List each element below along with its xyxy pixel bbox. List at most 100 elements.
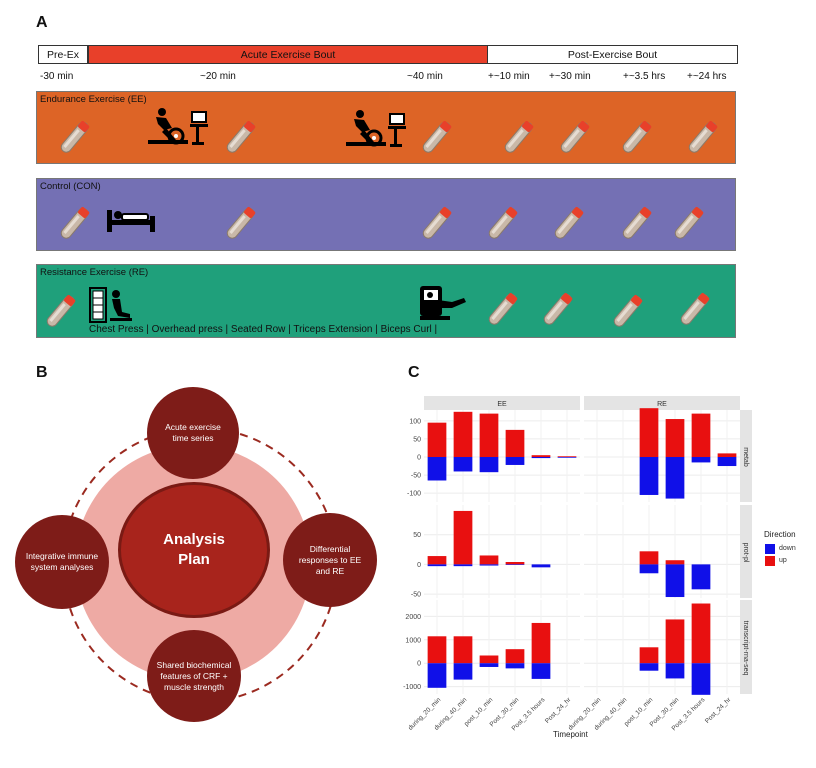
node-shared-features: Shared biochemical features of CRF + mus… [147, 630, 241, 722]
phase-post-exercise: Post-Exercise Bout [487, 45, 738, 64]
tick-20min: ~20 min [200, 71, 236, 82]
bar-down [531, 564, 551, 568]
bar-up [639, 647, 659, 664]
phase-pre-exercise: Pre-Ex [38, 45, 88, 64]
tick-post24h: +~24 hrs [687, 71, 727, 82]
facet-row-label: metab [742, 447, 749, 467]
blood-tube-icon [46, 295, 76, 327]
bar-down [427, 564, 447, 567]
blood-tube-icon [674, 207, 704, 239]
x-tick-label: post_10_min [463, 696, 495, 728]
bar-up [531, 455, 551, 457]
stationary-bike-icon [148, 108, 208, 145]
y-tick-label: 0 [417, 562, 421, 569]
endurance-band: Endurance Exercise (EE) [36, 91, 736, 164]
bar-down [479, 564, 499, 566]
y-tick-label: -1000 [403, 684, 421, 691]
facet-panel [424, 505, 580, 598]
legend-label-up: up [779, 557, 787, 564]
analysis-plan-title: Analysis Plan [163, 531, 225, 568]
tick-post3-5h: +~3.5 hrs [623, 71, 666, 82]
bar-up [453, 636, 473, 664]
control-label: Control (CON) [40, 181, 101, 192]
bar-up [427, 636, 447, 664]
y-tick-label: 1000 [405, 637, 421, 644]
x-tick-label: during_20_min [407, 696, 443, 732]
bar-up [531, 622, 551, 664]
x-tick-label: Post_30_min [489, 696, 521, 728]
blood-tube-icon [226, 207, 256, 239]
tick-post10: +~10 min [488, 71, 530, 82]
facet-row-strip [740, 600, 752, 694]
facet-panel [424, 600, 580, 694]
x-tick-label: Post_30_min [649, 696, 681, 728]
blood-tube-icon [543, 293, 573, 325]
analysis-plan-center: Analysis Plan [118, 482, 270, 618]
y-tick-label: 2000 [405, 614, 421, 621]
blood-tube-icon [60, 121, 90, 153]
bar-up [453, 510, 473, 565]
node-acute-time-series: Acute exercise time series [147, 387, 239, 479]
x-tick-label: Post_24_hr [704, 696, 733, 725]
bar-down [531, 457, 551, 459]
bar-down [531, 663, 551, 679]
blood-tube-icon [226, 121, 256, 153]
node-immune-analyses-label: Integrative immune system analyses [25, 551, 99, 572]
y-tick-label: 0 [417, 661, 421, 668]
phase-acute-exercise: Acute Exercise Bout [88, 45, 488, 64]
bar-up [479, 655, 499, 664]
tick-pre: -30 min [40, 71, 74, 82]
blood-tube-icon [504, 121, 534, 153]
y-tick-label: 0 [417, 455, 421, 462]
bar-down [427, 457, 447, 481]
facet-row-label: prot-pl [742, 543, 749, 563]
bar-down [665, 564, 685, 598]
facet-row-strip [740, 410, 752, 502]
legend-title: Direction [764, 530, 796, 539]
bar-down [717, 457, 737, 467]
y-tick-label: 100 [409, 418, 421, 425]
node-shared-features-label: Shared biochemical features of CRF + mus… [156, 659, 232, 692]
bar-up [639, 551, 659, 565]
bar-down [691, 457, 711, 463]
node-immune-analyses: Integrative immune system analyses [15, 515, 109, 609]
bar-down [665, 457, 685, 499]
bar-down [505, 457, 525, 465]
endurance-label: Endurance Exercise (EE) [40, 94, 147, 105]
bar-down [691, 564, 711, 590]
bar-up [557, 456, 577, 457]
bar-down [505, 564, 525, 565]
bar-up [691, 413, 711, 457]
control-band: Control (CON) [36, 178, 736, 251]
facet-panel [584, 600, 740, 694]
tick-40min: ~40 min [407, 71, 443, 82]
bar-down [665, 663, 685, 679]
facet-strip-re [584, 396, 740, 410]
bar-down [427, 663, 447, 688]
node-differential-responses: Differential responses to EE and RE [283, 513, 377, 607]
blood-tube-icon [622, 207, 652, 239]
facet-panel [424, 410, 580, 502]
panel-c-letter: C [408, 364, 420, 381]
blood-tube-icon [554, 207, 584, 239]
y-tick-label: 50 [413, 436, 421, 443]
facet-strip-label: RE [657, 401, 667, 408]
blood-tube-icon [422, 121, 452, 153]
x-tick-label: post_10_min [623, 696, 655, 728]
bar-down [639, 663, 659, 671]
blood-tube-icon [622, 121, 652, 153]
blood-tube-icon [488, 207, 518, 239]
bar-up [505, 429, 525, 457]
resistance-label: Resistance Exercise (RE) [40, 267, 149, 278]
bar-down [479, 663, 499, 667]
x-tick-label: during_40_min [433, 696, 469, 732]
facet-strip-ee [424, 396, 580, 410]
bar-up [717, 453, 737, 457]
bed-rest-icon [107, 210, 155, 232]
bar-down [479, 457, 499, 473]
node-acute-time-series-label: Acute exercise time series [165, 422, 221, 443]
bar-down [691, 663, 711, 695]
blood-tube-icon [60, 207, 90, 239]
bar-up [479, 413, 499, 457]
weight-machine-icon [89, 287, 132, 323]
